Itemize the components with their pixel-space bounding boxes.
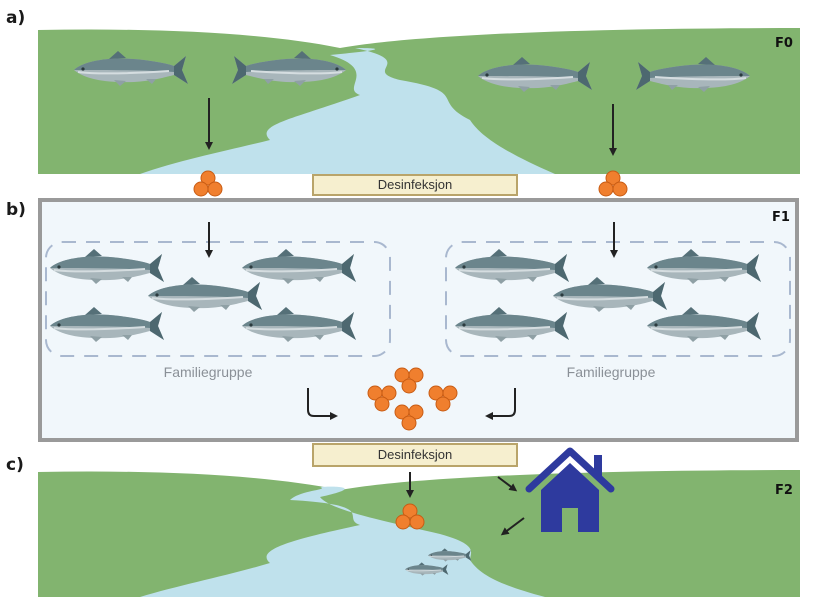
family-group-box-left (45, 241, 391, 357)
egg-cluster-icon (193, 170, 223, 197)
generation-label-f1: F1 (772, 210, 790, 225)
river-a (140, 48, 555, 174)
egg-cluster-icon (598, 170, 628, 197)
generation-label-f0: F0 (775, 36, 793, 51)
panel-label-c: c) (6, 455, 24, 475)
panel-c-landscape (38, 470, 800, 597)
disinfection-label: Desinfeksjon (312, 174, 518, 196)
arrow-icon (500, 517, 525, 536)
house-icon (525, 447, 615, 532)
arrow-icon (485, 388, 516, 420)
arrow-icon (497, 476, 518, 492)
panel-label-a: a) (6, 8, 26, 28)
disinfection-label: Desinfeksjon (312, 443, 518, 467)
generation-label-f2: F2 (775, 483, 793, 498)
arrow-icon (307, 388, 338, 420)
family-group-label-right: Familiegruppe (566, 364, 656, 380)
panel-a-landscape (38, 28, 800, 174)
family-group-box-right (445, 241, 791, 357)
panel-label-b: b) (6, 200, 26, 220)
family-group-label-left: Familiegruppe (163, 364, 253, 380)
